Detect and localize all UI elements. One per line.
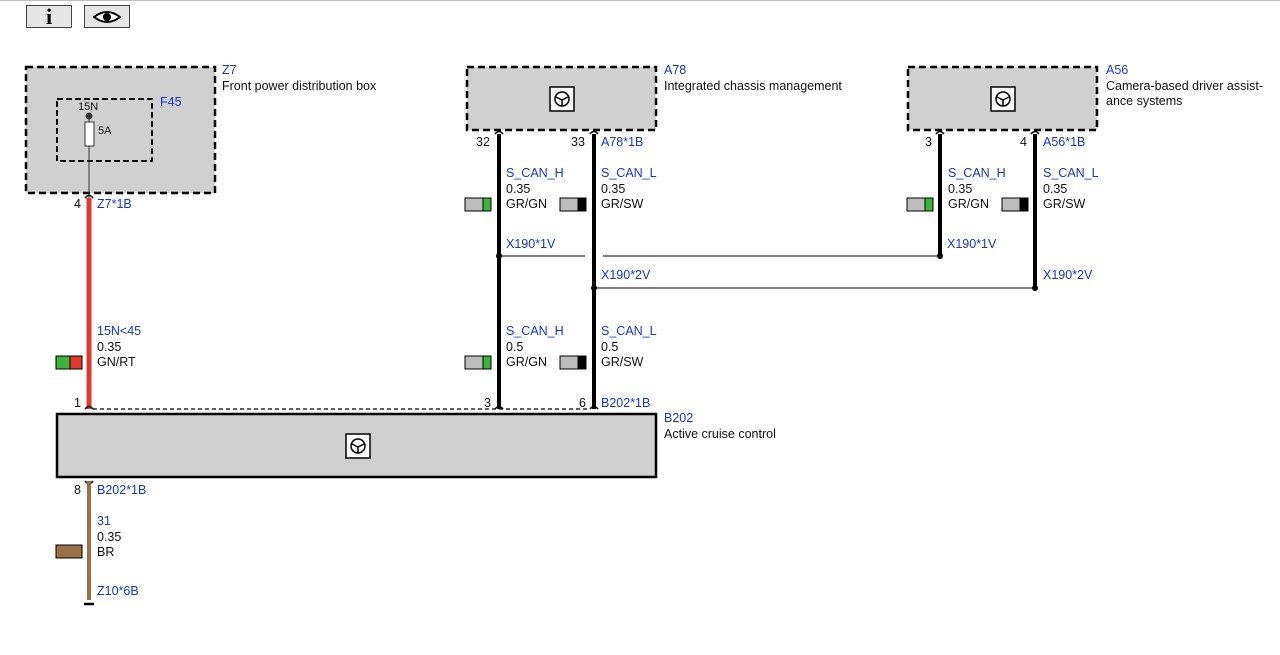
a56-name-line1: Camera-based driver assist- [1106, 79, 1263, 93]
ground-wire-size: 0.35 [97, 530, 121, 544]
a78-connector: A78*1B [601, 135, 643, 149]
ground-wire-swatch [55, 544, 83, 559]
f45-box[interactable] [56, 98, 153, 162]
a56-h-swatch [906, 197, 934, 212]
a56-name-line2: ance systems [1106, 94, 1182, 108]
splice-l-label-right: X190*2V [1043, 268, 1093, 282]
b202-name: Active cruise control [664, 427, 776, 441]
a56-id: A56 [1106, 63, 1128, 77]
f45-pin-label: 15N [78, 101, 98, 113]
a56-pin-l: 4 [1020, 135, 1027, 149]
a56-h-size: 0.35 [948, 182, 972, 196]
z7-name: Front power distribution box [222, 79, 377, 93]
ground-wire-color: BR [97, 545, 114, 559]
b202-steering-icon [345, 433, 371, 459]
a56-pin-h: 3 [925, 135, 932, 149]
a78-l-swatch [559, 197, 587, 212]
a78-pin-l: 33 [571, 135, 585, 149]
b202-h-size: 0.5 [506, 340, 523, 354]
view-button[interactable] [84, 5, 130, 28]
a78-steering-icon [549, 86, 575, 112]
splice-h-label-right: X190*1V [947, 237, 997, 251]
power-wire-signal: 15N<45 [97, 324, 141, 338]
a78-l-size: 0.35 [601, 182, 625, 196]
info-button[interactable]: i [26, 5, 72, 28]
b202-pin-l: 6 [579, 396, 586, 410]
ground-connector: Z10*6B [97, 584, 139, 598]
b202-id: B202 [664, 411, 693, 425]
b202-pin-power: 1 [74, 396, 81, 410]
z7-connector: Z7*1B [97, 197, 132, 211]
a56-h-color: GR/GN [948, 197, 989, 211]
a56-l-signal: S_CAN_L [1043, 166, 1099, 180]
splice-l-label-left: X190*2V [601, 268, 651, 282]
b202-h-swatch [464, 355, 492, 370]
b202-l-swatch [559, 355, 587, 370]
b202-ground-connector: B202*1B [97, 483, 146, 497]
splice-h-label-left: X190*1V [506, 237, 556, 251]
a56-steering-icon [990, 86, 1016, 112]
b202-pin-ground: 8 [74, 483, 81, 497]
a56-connector: A56*1B [1043, 135, 1085, 149]
a56-h-signal: S_CAN_H [948, 166, 1006, 180]
b202-h-color: GR/GN [506, 355, 547, 369]
f45-id: F45 [160, 95, 182, 109]
a78-name: Integrated chassis management [664, 79, 842, 93]
b202-l-signal: S_CAN_L [601, 324, 657, 338]
f45-rating: 5A [98, 125, 112, 137]
a78-h-swatch [464, 197, 492, 212]
a78-h-signal: S_CAN_H [506, 166, 564, 180]
splice-l-node-left [591, 285, 597, 291]
eye-icon [92, 10, 122, 23]
a78-id: A78 [664, 63, 686, 77]
splice-h-node-right [937, 253, 943, 259]
top-border [0, 0, 1280, 1]
z7-pin: 4 [74, 197, 81, 211]
b202-pin-h: 3 [484, 396, 491, 410]
a56-l-color: GR/SW [1043, 197, 1086, 211]
a56-l-swatch [1001, 197, 1029, 212]
splice-l-node-right [1032, 285, 1038, 291]
b202-h-signal: S_CAN_H [506, 324, 564, 338]
splice-h-node-left [496, 253, 502, 259]
a56-box[interactable] [906, 65, 1099, 132]
power-wire-swatch [55, 355, 83, 370]
z7-box[interactable] [24, 65, 217, 195]
power-wire-size: 0.35 [97, 340, 121, 354]
a78-l-color: GR/SW [601, 197, 644, 211]
ground-wire-signal: 31 [97, 514, 111, 528]
b202-l-size: 0.5 [601, 340, 618, 354]
b202-l-color: GR/SW [601, 355, 644, 369]
a78-l-signal: S_CAN_L [601, 166, 657, 180]
a56-l-size: 0.35 [1043, 182, 1067, 196]
info-icon: i [45, 3, 53, 29]
a78-h-size: 0.35 [506, 182, 530, 196]
b202-connector: B202*1B [601, 396, 650, 410]
a78-pin-h: 32 [476, 135, 490, 149]
power-wire-color: GN/RT [97, 355, 136, 369]
fuse-icon [84, 121, 95, 147]
a78-h-color: GR/GN [506, 197, 547, 211]
z7-id: Z7 [222, 63, 237, 77]
